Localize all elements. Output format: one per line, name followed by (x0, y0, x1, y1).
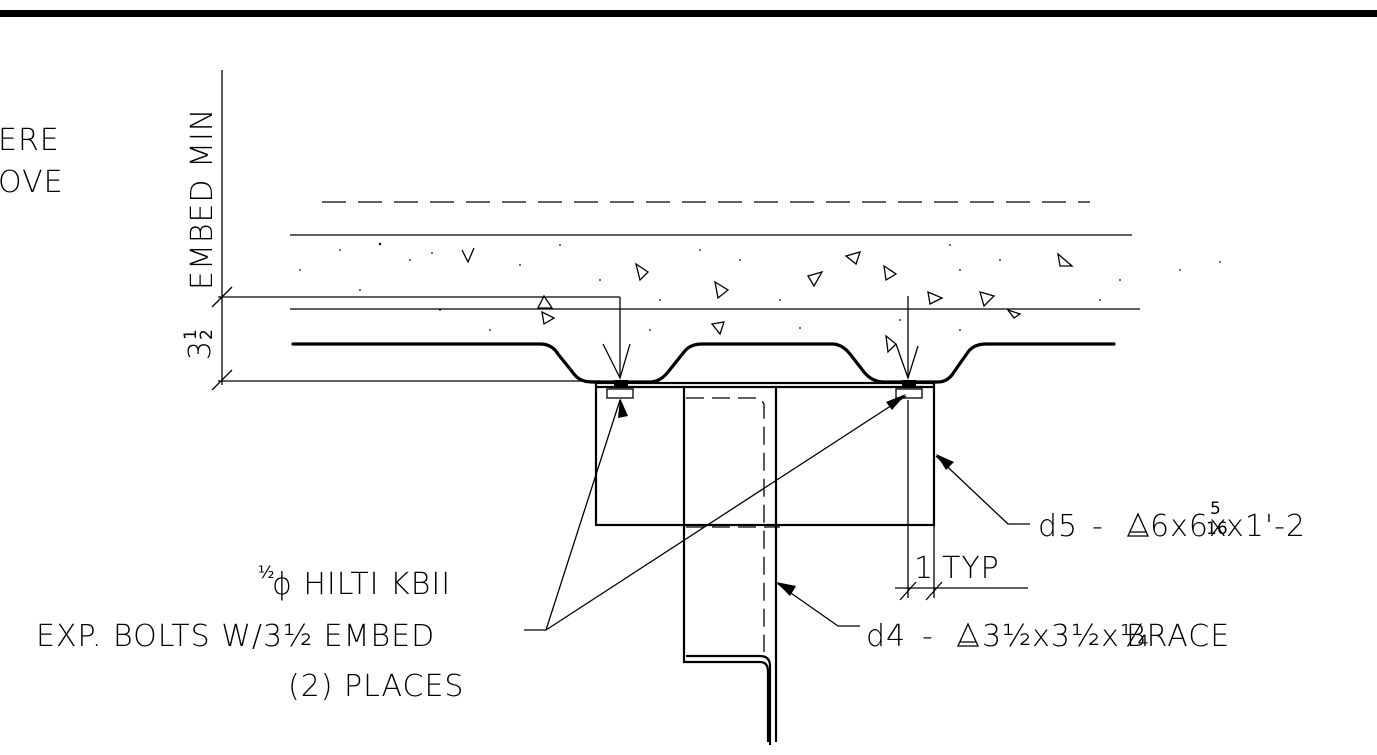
svg-text:d4: d4 (866, 619, 906, 654)
svg-text:5: 5 (1210, 499, 1221, 519)
svg-text:½: ½ (258, 563, 274, 583)
svg-text:3: 3 (183, 340, 218, 360)
concrete-hatch (461, 247, 1074, 354)
dim-tick-bottom (211, 369, 233, 391)
angle-symbol-d5 (1126, 512, 1150, 537)
d4-leader (777, 583, 860, 627)
bolt-note-leader (524, 399, 621, 631)
angle-clip-d5 (594, 381, 936, 527)
title-border-line (0, 10, 1377, 17)
brace-angle-bottom (686, 654, 772, 745)
typ-tick (899, 581, 943, 601)
bolt-left-head (614, 380, 628, 388)
svg-text:6x6x: 6x6x (1150, 509, 1228, 544)
d4-arrow (776, 582, 796, 596)
left-note-line-1: ERE (0, 123, 60, 158)
svg-text:x1'-2: x1'-2 (1226, 509, 1306, 544)
svg-text:3½x3½x¼: 3½x3½x¼ (982, 619, 1150, 654)
d5-leader (935, 455, 1030, 525)
bolt-right-washer (895, 388, 923, 399)
metal-deck (291, 342, 1116, 384)
callout-d4: d4 - 3½x3½x¼ BRACE (866, 619, 1230, 654)
brace-hidden-line (686, 397, 765, 652)
bolt-note: ½ ϕ HILTI KBII EXP. BOLTS W/3½ EMBED (2)… (36, 563, 464, 704)
concrete-stipple (299, 242, 1221, 331)
svg-text:(2) PLACES: (2) PLACES (288, 669, 464, 704)
bolt-note-arrow-right (886, 394, 906, 410)
brace-angle-d4 (682, 388, 770, 742)
embed-min-label: EMBED MIN (185, 108, 220, 290)
bolt-left-washer (606, 388, 634, 399)
bolt-right-arrow-top (895, 343, 919, 381)
bolt-right-head (902, 380, 916, 388)
d5-arrow (936, 454, 954, 470)
svg-text:EXP. BOLTS W/3½ EMBED: EXP. BOLTS W/3½ EMBED (36, 619, 435, 654)
angle-symbol-d4 (956, 622, 980, 647)
bolt-note-arrow-left (618, 398, 628, 418)
typ-label: TYP (942, 551, 1000, 586)
dimension-embed: 3 1 2 (181, 329, 218, 360)
svg-text:d5: d5 (1038, 509, 1078, 544)
svg-text:16: 16 (1206, 519, 1228, 539)
left-note-line-2: OVE (0, 165, 64, 200)
callout-d5: d5 - 6x6x 5 16 x1'-2 (1038, 499, 1306, 544)
svg-text:1: 1 (181, 329, 201, 340)
typ-value: 1 (914, 551, 934, 586)
svg-text:-: - (922, 619, 934, 654)
svg-text:ϕ HILTI KBII: ϕ HILTI KBII (272, 567, 451, 602)
svg-text:2: 2 (197, 329, 217, 340)
svg-text:-: - (1092, 509, 1104, 544)
bolt-left-arrow-top (602, 343, 631, 380)
svg-text:BRACE: BRACE (1126, 619, 1230, 654)
bolt-note-leader-2 (545, 395, 907, 631)
